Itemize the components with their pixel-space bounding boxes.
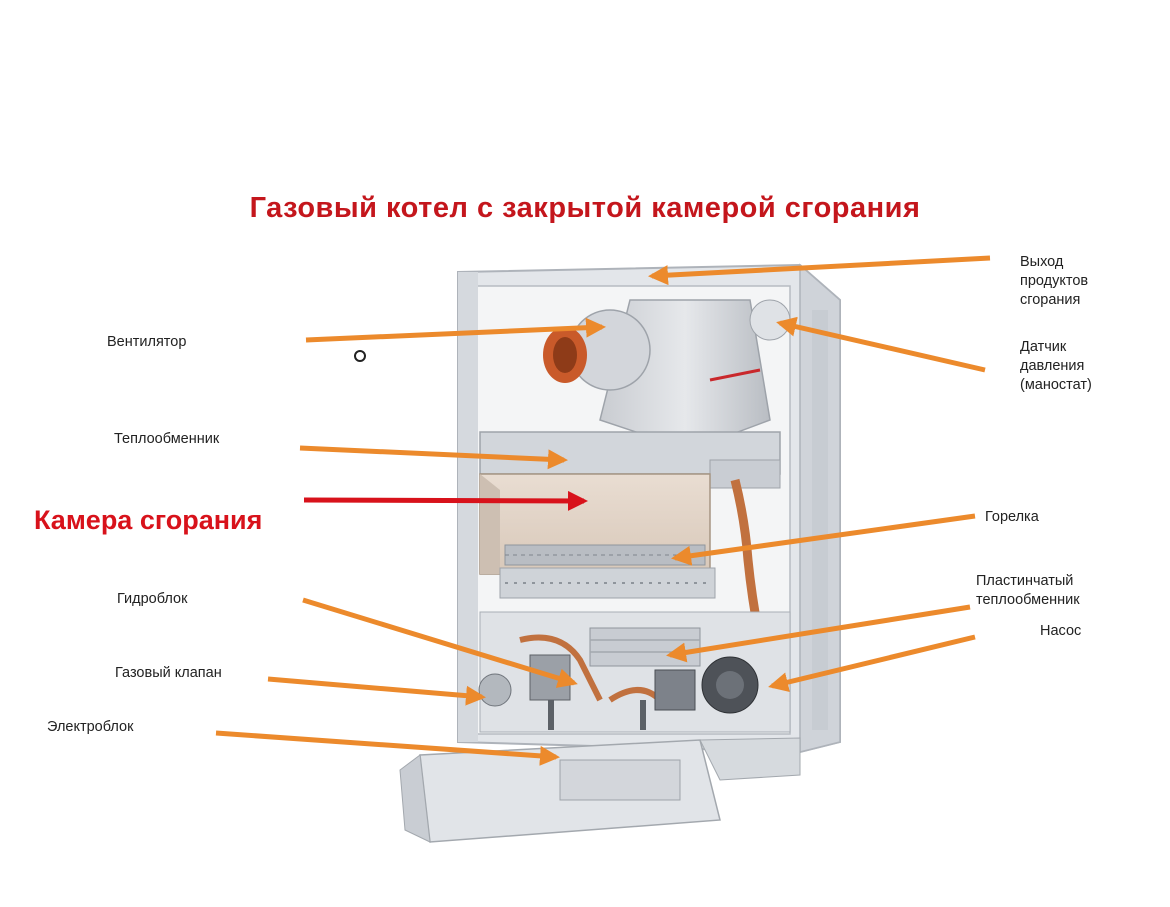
label-burner: Горелка [985, 509, 1039, 525]
label-plate-heat-exchanger-line-2: теплообменник [976, 592, 1080, 608]
arrow-heat-exchanger [299, 445, 568, 470]
label-hydroblock: Гидроблок [117, 591, 188, 607]
label-pressure-sensor-line-2: давления [1020, 358, 1085, 374]
arrow-flue-outlet [648, 255, 991, 286]
diagram-title: Газовый котел с закрытой камерой сгорани… [249, 192, 921, 224]
arrow-plate-heat-exchanger [666, 604, 971, 663]
label-gas-valve: Газовый клапан [115, 665, 222, 681]
arrow-electroblock [215, 730, 560, 766]
label-pump: Насос [1040, 623, 1082, 639]
label-electroblock: Электроблок [47, 719, 134, 735]
label-pressure-sensor-line-1: Датчик [1020, 339, 1067, 355]
label-flue-outlet-line-2: продуктов [1020, 273, 1089, 289]
label-pressure-sensor: Датчик давления (маностат) [1020, 338, 1092, 395]
label-plate-heat-exchanger-line-1: Пластинчатый [976, 573, 1074, 589]
label-combustion-chamber: Камера сгорания [34, 505, 263, 535]
arrow-burner [671, 513, 976, 566]
callout-arrows [215, 255, 991, 766]
circle-mark [354, 350, 366, 362]
label-fan: Вентилятор [107, 334, 187, 350]
label-flue-outlet-line-1: Выход [1020, 254, 1064, 270]
arrow-hydroblock [302, 597, 578, 688]
arrow-gas-valve [267, 676, 486, 706]
arrow-fan [305, 317, 606, 343]
label-flue-outlet: Выход продуктов сгорания [1020, 253, 1088, 310]
arrow-pump [768, 634, 976, 692]
label-plate-heat-exchanger: Пластинчатый теплообменник [976, 572, 1080, 610]
arrow-pressure-sensor [776, 316, 986, 373]
label-heat-exchanger: Теплообменник [114, 431, 220, 447]
label-flue-outlet-line-3: сгорания [1020, 292, 1081, 308]
arrow-combustion-chamber [303, 490, 588, 511]
heat-exchanger-part [479, 431, 781, 489]
electroblock-part [399, 737, 801, 843]
label-pressure-sensor-line-3: (маностат) [1020, 377, 1092, 393]
burner-part [499, 544, 716, 599]
hydraulic-section [478, 611, 791, 733]
